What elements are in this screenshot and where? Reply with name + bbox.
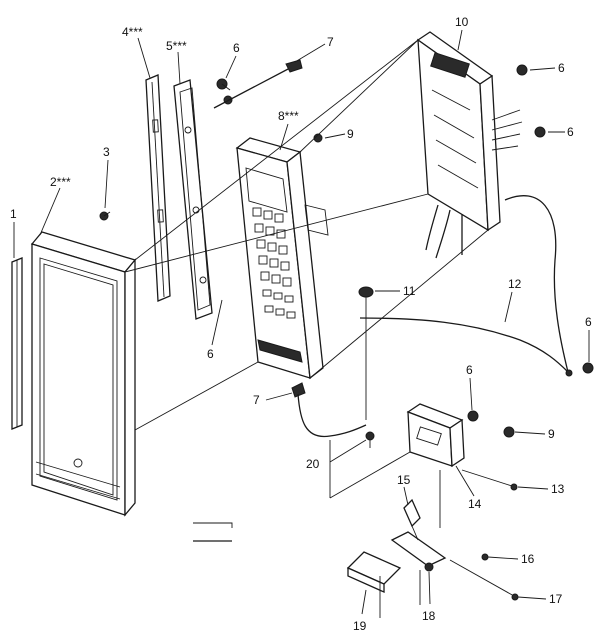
callout-11: 11 <box>403 284 416 298</box>
callout-6-top: 6 <box>233 41 240 55</box>
screw-6-board-mid <box>534 126 546 138</box>
part-18-lower-bracket <box>390 498 447 572</box>
callout-2: 2*** <box>50 175 71 189</box>
callout-leaders <box>13 29 590 615</box>
callout-16: 16 <box>521 552 535 566</box>
part-19-clip <box>346 551 402 594</box>
callout-9-top: 9 <box>347 127 354 141</box>
part-12-wire-harness <box>359 195 573 377</box>
part-10-circuit-board <box>416 31 523 259</box>
callout-7-top: 7 <box>327 35 334 49</box>
part-5-mounting-plate <box>173 79 213 320</box>
part-20-screw <box>365 431 375 448</box>
part-1-strip <box>11 257 23 430</box>
part-8-control-panel <box>235 137 329 380</box>
part-17-screw <box>449 559 519 601</box>
callout-6-plate-lower: 6 <box>207 347 214 361</box>
callout-18: 18 <box>422 609 436 623</box>
callout-8: 8*** <box>278 109 299 123</box>
part-7-wire-lower <box>291 382 367 438</box>
part-2-door-frame <box>30 231 137 517</box>
callout-3: 3 <box>103 145 110 159</box>
legend-marks <box>193 522 233 542</box>
screw-6-board-top <box>516 64 528 76</box>
callout-19: 19 <box>353 619 367 633</box>
part-7-wire-top <box>213 59 303 109</box>
keypad-grid <box>252 207 296 319</box>
screw-9-top <box>313 133 323 143</box>
part-16-screw <box>481 553 489 561</box>
callout-12: 12 <box>508 277 522 291</box>
callout-10: 10 <box>455 15 469 29</box>
callout-6-board-mid: 6 <box>567 125 574 139</box>
part-4-bracket <box>145 74 171 302</box>
assembly-guide-lines <box>124 39 489 618</box>
screw-6-far-right <box>582 362 594 374</box>
screw-9-lower <box>503 426 515 438</box>
callout-6-switch: 6 <box>466 363 473 377</box>
callout-6-far-right: 6 <box>585 315 592 329</box>
callout-13: 13 <box>551 482 565 496</box>
callout-7-lower: 7 <box>253 393 260 407</box>
callout-4: 4*** <box>122 25 143 39</box>
callout-labels: 1 2*** 3 4*** 5*** 6 7 8*** 9 10 6 6 6 1… <box>10 15 592 633</box>
callout-1: 1 <box>10 207 17 221</box>
callout-15: 15 <box>397 473 411 487</box>
part-14-switch-bracket <box>406 403 479 468</box>
part-11-grommet <box>358 286 374 420</box>
callout-20: 20 <box>306 457 320 471</box>
callout-9-lower: 9 <box>548 427 555 441</box>
callout-6-board-top: 6 <box>558 61 565 75</box>
callout-17: 17 <box>549 592 563 606</box>
screw-6-top <box>216 78 231 91</box>
callout-14: 14 <box>468 497 482 511</box>
callout-5: 5*** <box>166 39 187 53</box>
part-3-screw <box>99 211 111 221</box>
screw-13 <box>461 469 518 491</box>
